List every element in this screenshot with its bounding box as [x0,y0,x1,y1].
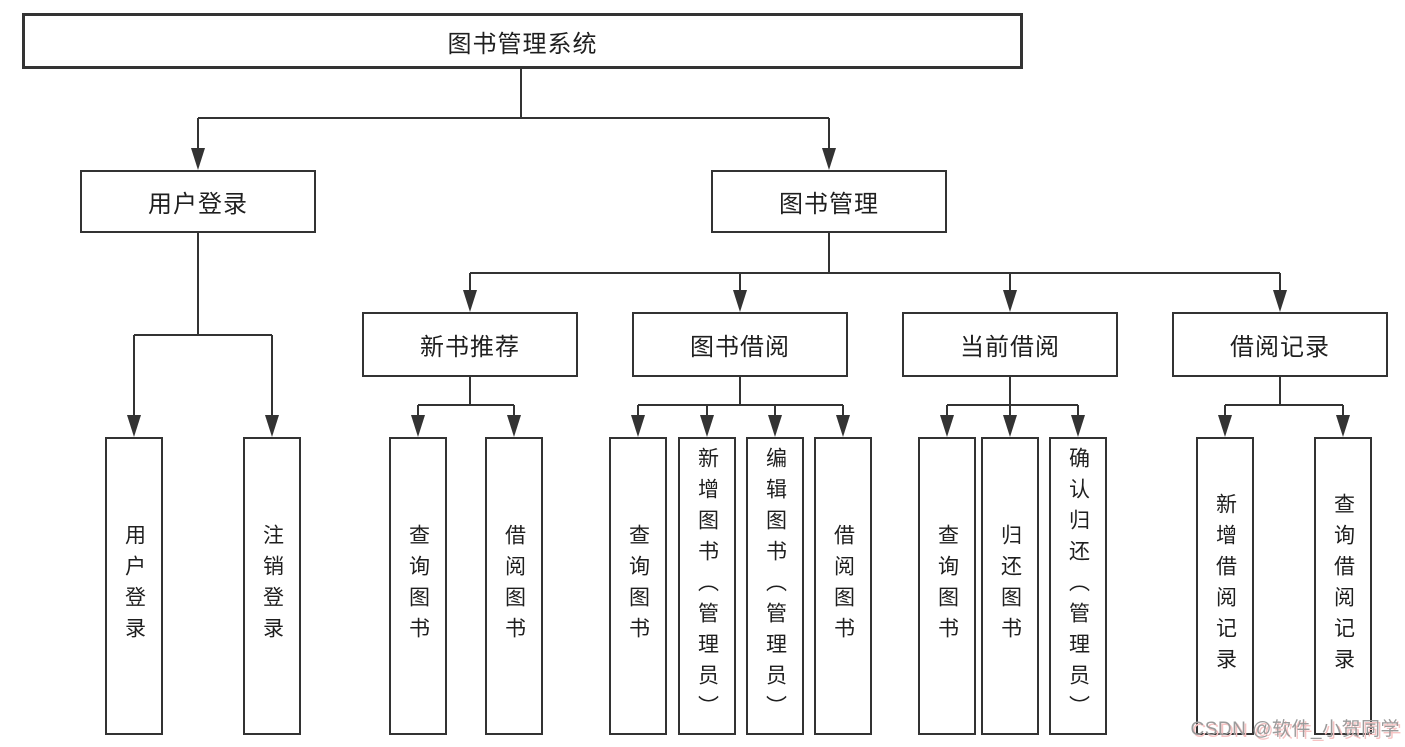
node-label: 图书借阅 [690,334,790,361]
leaf-user-login: 用户登录 [105,437,163,735]
leaf-label: 新增借阅记录 [1213,493,1237,679]
node-new-book-recommend: 新书推荐 [362,312,578,377]
node-label: 用户登录 [148,191,248,218]
leaf-edit-books-admin: 编辑图书（管理员） [746,437,804,735]
leaf-label: 编辑图书（管理员） [763,446,787,726]
arrowhead-icons [127,148,1350,437]
leaf-label: 查询图书 [935,524,959,648]
node-label: 图书管理系统 [447,30,598,58]
node-book-management: 图书管理 [711,170,947,233]
leaf-label: 新增图书（管理员） [695,446,719,726]
node-label: 图书管理 [779,191,879,218]
leaf-label: 用户登录 [122,524,146,648]
leaf-borrow-books: 借阅图书 [814,437,872,735]
leaf-label: 查询图书 [406,524,430,648]
leaf-label: 借阅图书 [831,524,855,648]
node-book-borrowing: 图书借阅 [632,312,848,377]
node-label: 新书推荐 [420,334,520,361]
leaf-label: 查询图书 [626,524,650,648]
leaf-query-borrow-record: 查询借阅记录 [1314,437,1372,735]
leaf-confirm-return-admin: 确认归还（管理员） [1049,437,1107,735]
leaf-query-books-borrowing: 查询图书 [609,437,667,735]
leaf-borrow-books-recommend: 借阅图书 [485,437,543,735]
leaf-query-books-current: 查询图书 [918,437,976,735]
node-label: 当前借阅 [960,334,1060,361]
leaf-label: 查询借阅记录 [1331,493,1355,679]
leaf-label: 归还图书 [998,524,1022,648]
csdn-watermark: CSDN @软件_小贺同学 [1190,719,1400,740]
leaf-label: 注销登录 [260,524,284,648]
leaf-logout: 注销登录 [243,437,301,735]
leaf-label: 借阅图书 [502,524,526,648]
leaf-label: 确认归还（管理员） [1066,446,1090,726]
leaf-add-books-admin: 新增图书（管理员） [678,437,736,735]
leaf-return-books: 归还图书 [981,437,1039,735]
node-library-management-system: 图书管理系统 [22,13,1023,69]
node-label: 借阅记录 [1230,334,1330,361]
leaf-add-borrow-record: 新增借阅记录 [1196,437,1254,735]
node-current-borrowing: 当前借阅 [902,312,1118,377]
node-user-login: 用户登录 [80,170,316,233]
leaf-query-books-recommend: 查询图书 [389,437,447,735]
node-borrowing-records: 借阅记录 [1172,312,1388,377]
